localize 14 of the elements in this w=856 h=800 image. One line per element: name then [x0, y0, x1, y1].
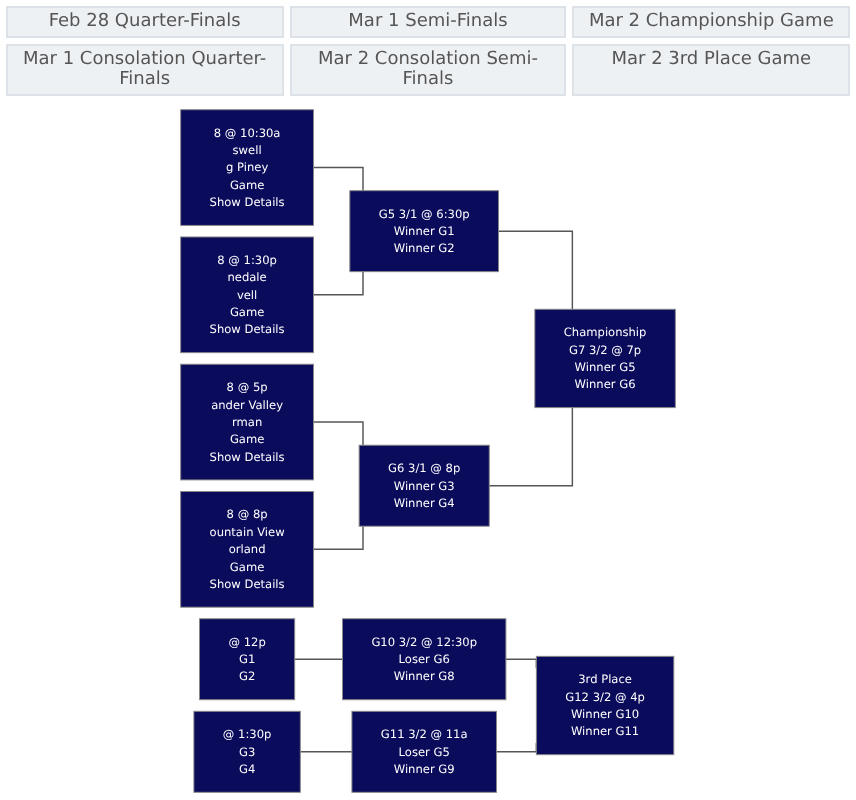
connector	[488, 406, 574, 487]
column-header: Mar 2 Championship Game	[572, 6, 850, 38]
connector	[312, 270, 364, 296]
connector	[312, 166, 364, 192]
column-header: Mar 2 3rd Place Game	[572, 44, 850, 96]
connector	[312, 525, 364, 551]
connector	[293, 658, 344, 660]
connector	[299, 751, 353, 753]
connector	[497, 230, 574, 310]
column-header: Mar 1 Semi-Finals	[289, 6, 567, 38]
connector	[312, 421, 364, 446]
column-header: Mar 2 Consolation Semi-Finals	[289, 44, 567, 96]
column-header: Feb 28 Quarter-Finals	[6, 6, 284, 38]
column-header: Mar 1 Consolation Quarter-Finals	[6, 44, 284, 96]
